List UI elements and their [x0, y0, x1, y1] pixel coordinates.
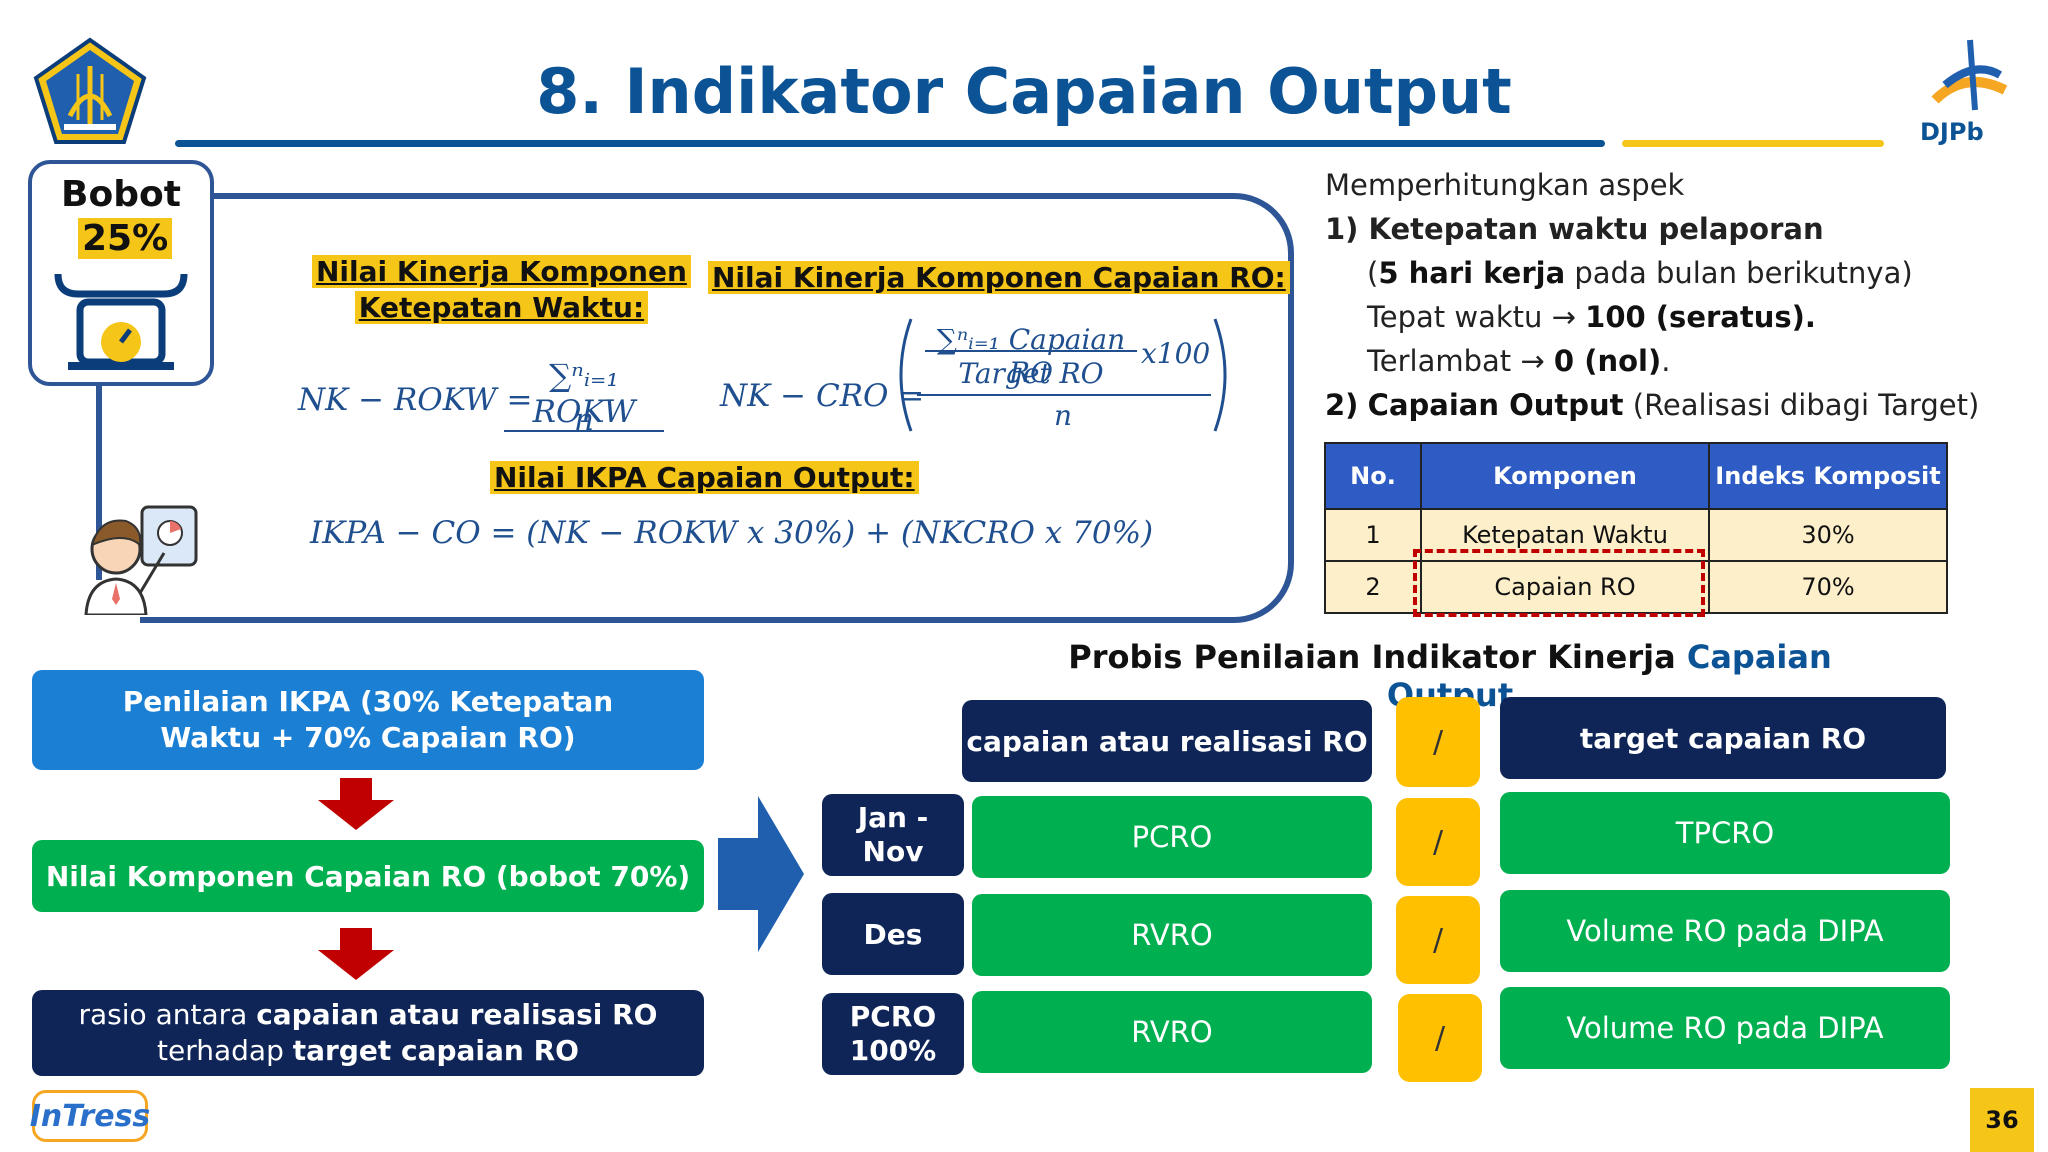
teacher-illustration-icon — [84, 505, 198, 615]
rasio-pre: rasio antara — [78, 998, 257, 1031]
kemenkeu-logo-icon — [33, 37, 147, 144]
title-underline-blue — [175, 140, 1605, 147]
cro-multiplier: x100 — [1141, 337, 1211, 370]
probis-head-denominator: target capaian RO — [1500, 697, 1946, 779]
late-period: . — [1661, 344, 1671, 378]
table-cell: 70% — [1708, 560, 1948, 614]
cro-heading-wrap: Nilai Kinerja Komponen Capaian RO: — [708, 260, 1290, 296]
aspect-1-text: Ketepatan waktu pelaporan — [1368, 212, 1824, 246]
cro-inner-denominator: Target RO — [958, 357, 1104, 390]
page-title: 8. Indikator Capaian Output — [536, 55, 1512, 128]
table-header-row: No. Komponen Indeks Komposit — [1324, 442, 1948, 510]
rokw-heading-line2: Ketepatan Waktu: — [354, 291, 649, 324]
probis-title-blue: Capaian Output — [1386, 638, 1832, 714]
bobot-label: Bobot — [61, 174, 181, 215]
probis-title: Probis Penilaian Indikator Kinerja Capai… — [1000, 638, 1900, 714]
aspect-1-detail: (5 hari kerja pada bulan berikutnya) — [1367, 256, 1913, 290]
probis-title-pre: Probis Penilaian Indikator Kinerja — [1068, 638, 1687, 676]
ikpa-heading-wrap: Nilai IKPA Capaian Output: — [490, 460, 919, 496]
djpb-logo-icon — [1931, 39, 2008, 111]
aspect-2-title: Capaian Output — [1367, 388, 1624, 422]
flow-box-nilai-komponen: Nilai Komponen Capaian RO (bobot 70%) — [32, 840, 704, 912]
arrow-right-icon — [718, 796, 804, 952]
period-des: Des — [822, 893, 964, 975]
cro-lhs: NK − CRO = — [720, 378, 925, 414]
table-cell: 30% — [1708, 508, 1948, 562]
probis-head-numerator: capaian atau realisasi RO — [962, 700, 1372, 782]
denominator-tpcro: TPCRO — [1500, 792, 1950, 874]
aspect-1-open-paren: ( — [1367, 256, 1379, 290]
table-cell: Capaian RO — [1420, 560, 1710, 614]
flow-box-rasio: rasio antara capaian atau realisasi RO t… — [32, 990, 704, 1076]
aspect-1-title: 1) Ketepatan waktu pelaporan — [1325, 212, 1824, 246]
rasio-bold1: capaian atau realisasi RO — [256, 998, 658, 1031]
aspect-1-late: Terlambat → 0 (nol). — [1367, 344, 1670, 378]
table-cell: 2 — [1324, 560, 1422, 614]
ikpa-heading: Nilai IKPA Capaian Output: — [490, 461, 919, 494]
title-underline-yellow — [1622, 140, 1884, 147]
rokw-lhs: NK − ROKW = — [298, 382, 533, 418]
cro-heading: Nilai Kinerja Komponen Capaian RO: — [708, 261, 1290, 294]
late-value: 0 (nol) — [1553, 344, 1662, 378]
ontime-value: 100 (seratus). — [1585, 300, 1816, 334]
table-header: Komponen — [1420, 442, 1710, 510]
aspect-2-rest: (Realisasi dibagi Target) — [1623, 388, 1980, 422]
rokw-heading-line1: Nilai Kinerja Komponen — [312, 255, 691, 288]
scale-icon — [54, 273, 188, 370]
table-header: No. — [1324, 442, 1422, 510]
rasio-bold2: target capaian RO — [292, 1034, 579, 1067]
komponen-table: No. Komponen Indeks Komposit 1 Ketepatan… — [1324, 442, 1948, 614]
aspect-2-number: 2) — [1325, 388, 1359, 422]
table-header: Indeks Komposit — [1708, 442, 1948, 510]
rokw-denominator: n — [574, 402, 594, 438]
rasio-line1: rasio antara capaian atau realisasi RO — [79, 997, 658, 1033]
rasio-line2: terhadap target capaian RO — [157, 1033, 579, 1069]
bobot-value: 25% — [78, 218, 173, 259]
aspect-2: 2) Capaian Output (Realisasi dibagi Targ… — [1325, 388, 1979, 422]
ikpa-formula: IKPA − CO = (NK − ROKW x 30%) + (NKCRO x… — [310, 515, 1154, 551]
cro-fraction: ∑ⁿᵢ₌₁ Capaian RO Target RO x100 n — [893, 315, 1233, 435]
arrow-down-icon — [318, 928, 394, 980]
panel-connector — [96, 380, 102, 580]
ontime-label: Tepat waktu → — [1367, 300, 1586, 334]
aspect-1-number: 1) — [1325, 212, 1359, 246]
period-jan-nov: Jan - Nov — [822, 794, 964, 876]
period-pcro-100: PCRO 100% — [822, 993, 964, 1075]
denominator-volume-ro: Volume RO pada DIPA — [1500, 890, 1950, 972]
formula-panel — [140, 193, 1294, 623]
table-row: 2 Capaian RO 70% — [1324, 560, 1948, 614]
aspect-1-days-rest: pada bulan berikutnya) — [1565, 256, 1913, 290]
rokw-heading: Nilai Kinerja Komponen Ketepatan Waktu: — [312, 254, 691, 326]
aspect-1-ontime: Tepat waktu → 100 (seratus). — [1367, 300, 1816, 334]
late-label: Terlambat → — [1367, 344, 1554, 378]
divider-row3: / — [1398, 994, 1482, 1082]
divider-row2: / — [1396, 896, 1480, 984]
aspect-1-days: 5 hari kerja — [1378, 256, 1566, 290]
intress-logo: InTress — [30, 1090, 150, 1142]
probis-head-divider: / — [1396, 697, 1480, 787]
cro-denominator: n — [1053, 399, 1073, 432]
cro-parentheses-icon — [899, 318, 1227, 432]
rokw-numerator: ∑ⁿᵢ₌₁ ROKW — [504, 358, 664, 432]
djpb-logo-text: DJPb — [1920, 118, 1984, 146]
numerator-rvro: RVRO — [972, 894, 1372, 976]
numerator-pcro: PCRO — [972, 796, 1372, 878]
divider-row1: / — [1396, 798, 1480, 886]
rasio-mid: terhadap — [157, 1034, 293, 1067]
denominator-volume-ro-2: Volume RO pada DIPA — [1500, 987, 1950, 1069]
numerator-rvro-2: RVRO — [972, 991, 1372, 1073]
bobot-card: Bobot 25% — [28, 160, 214, 386]
cro-inner-numerator: ∑ⁿᵢ₌₁ Capaian RO — [936, 323, 1126, 389]
page-number: 36 — [1970, 1088, 2034, 1152]
flow-box-penilaian: Penilaian IKPA (30% Ketepatan Waktu + 70… — [32, 670, 704, 770]
capaian-ro-highlight — [1413, 549, 1705, 617]
arrow-down-icon — [318, 778, 394, 830]
table-cell: 1 — [1324, 508, 1422, 562]
aspects-intro: Memperhitungkan aspek — [1325, 168, 1685, 202]
